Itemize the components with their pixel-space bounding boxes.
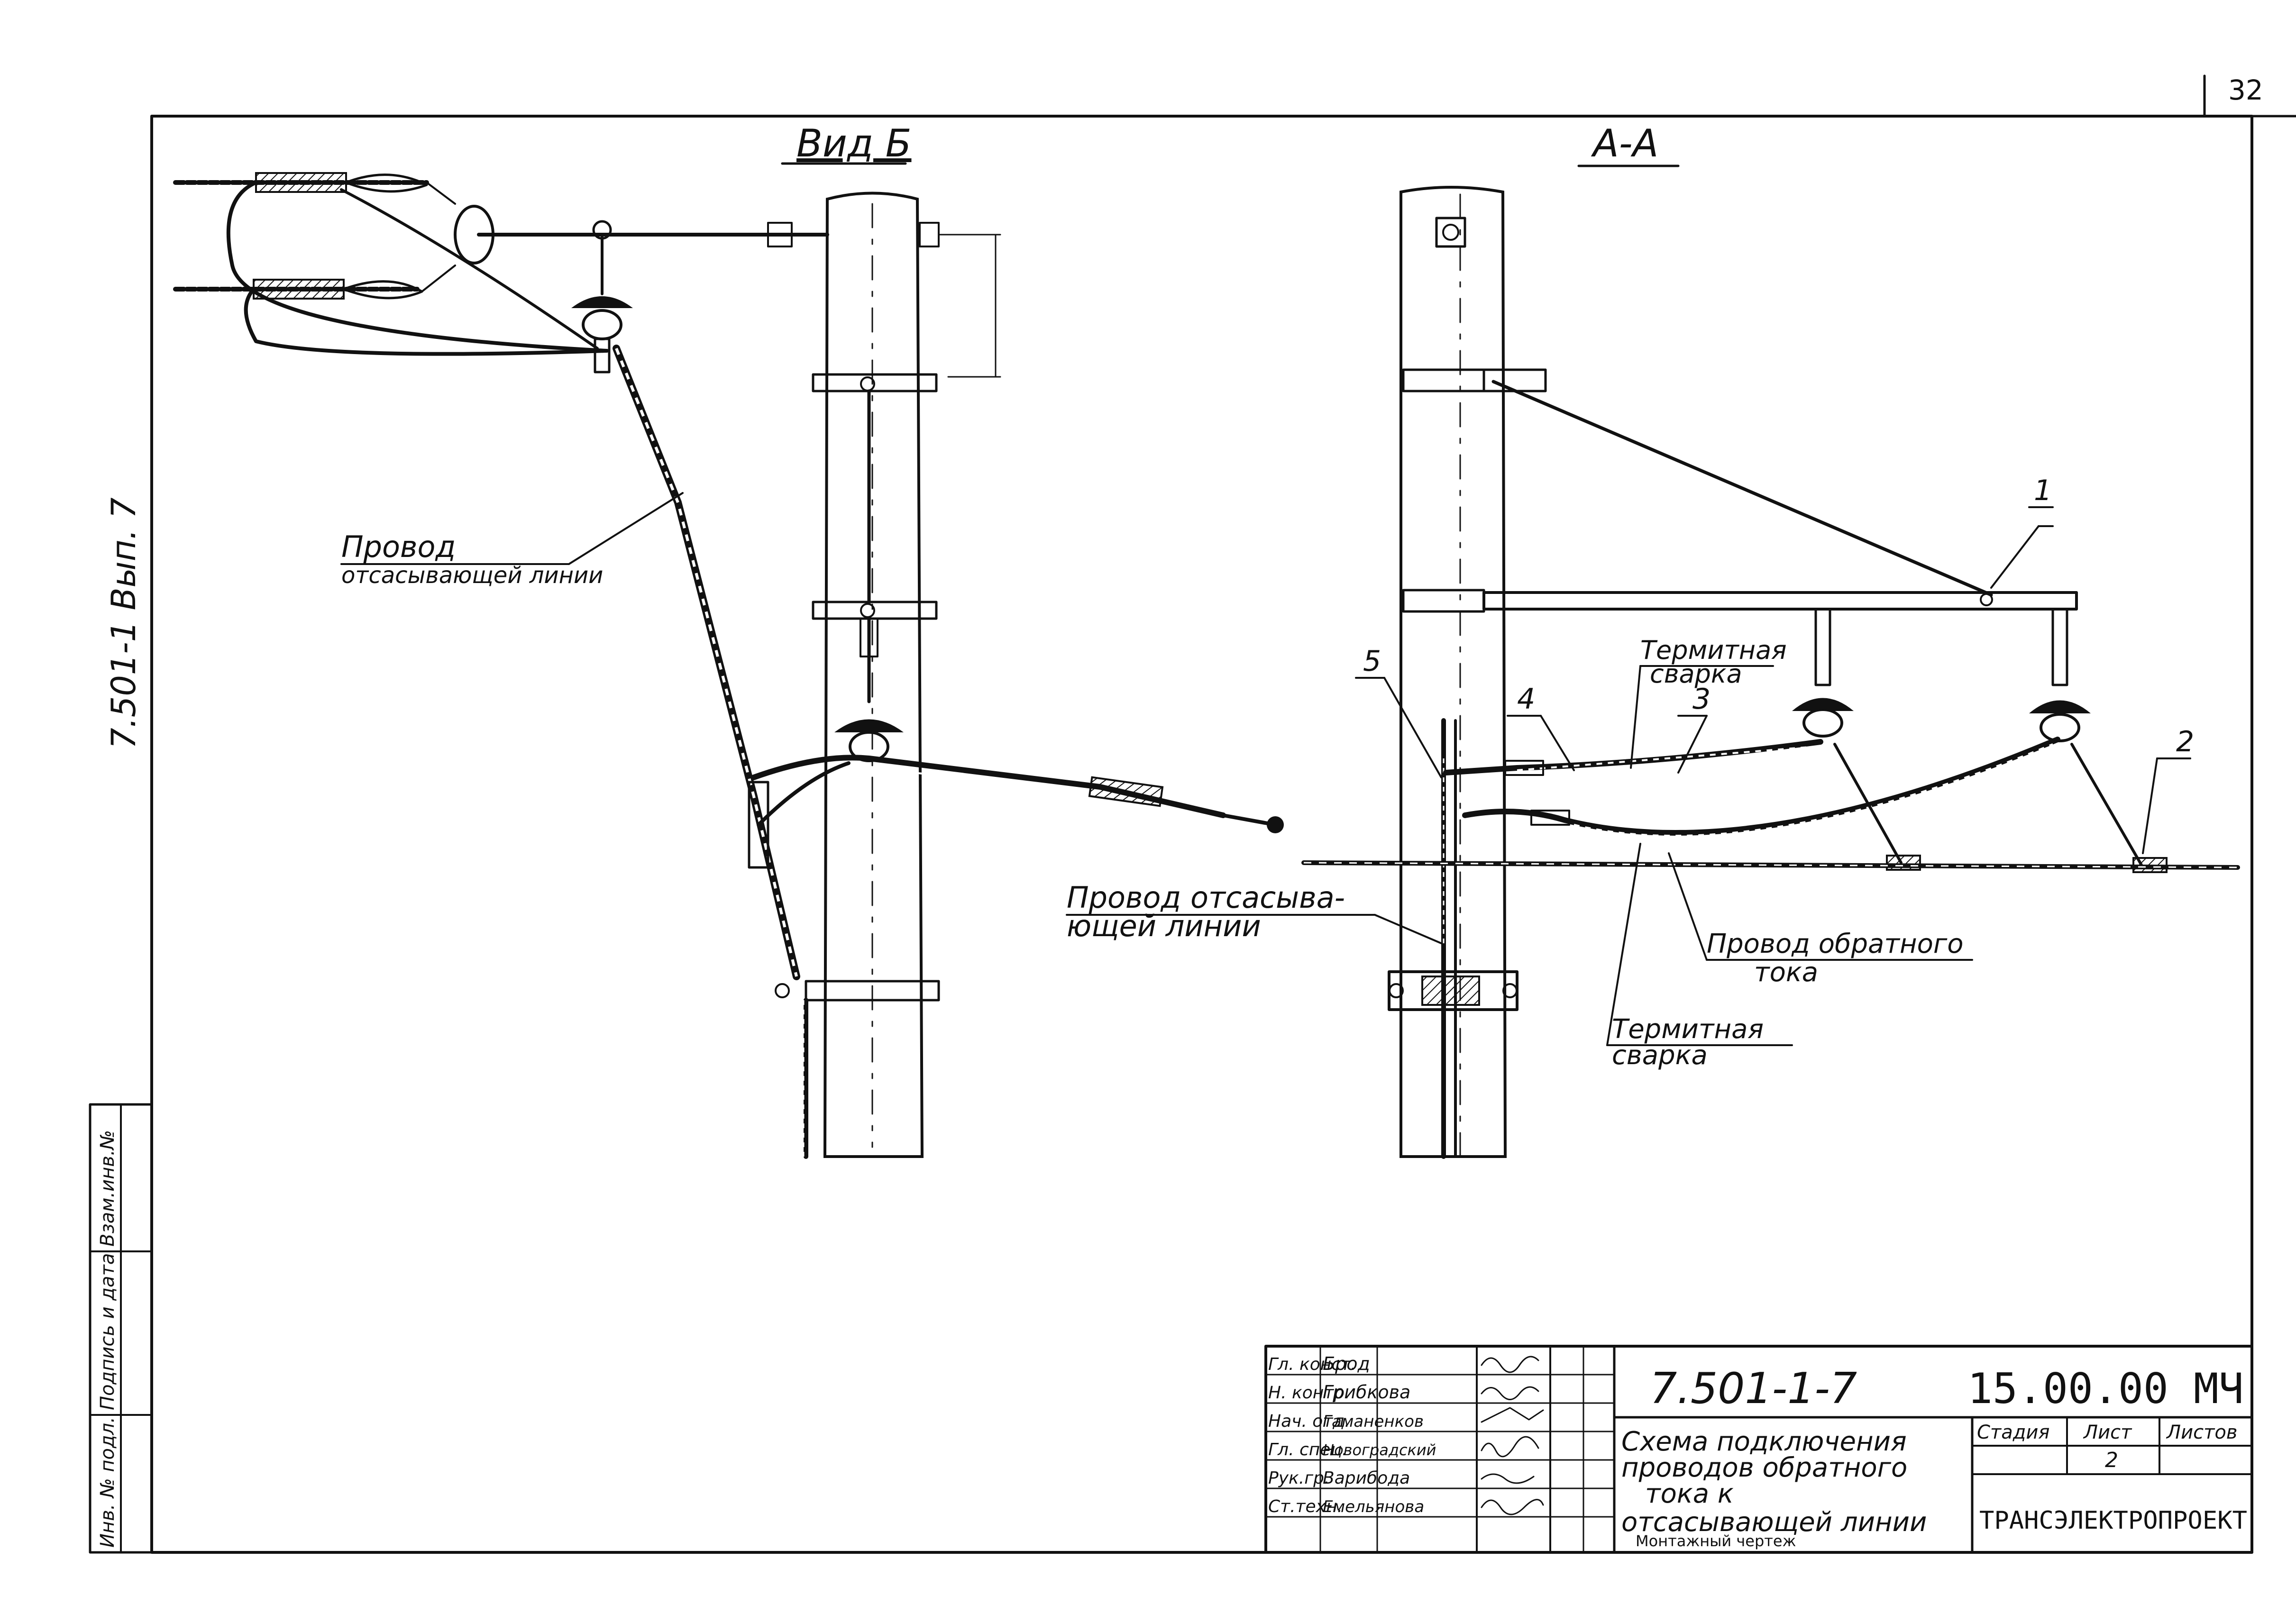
tb-name-1: Брод bbox=[1323, 1353, 1370, 1374]
tb-name-5: Варибода bbox=[1323, 1468, 1410, 1488]
wire-clamps-view-b bbox=[173, 172, 609, 356]
tb-stage-label: Стадия bbox=[1977, 1422, 2049, 1443]
tb-title-line2: проводов обратного bbox=[1621, 1452, 1907, 1483]
side-stamp-signature-date: Подпись и дата bbox=[97, 1253, 119, 1410]
callout-2: 2 bbox=[2176, 725, 2194, 758]
tb-doc-mark: 15.00.00 МЧ bbox=[1967, 1364, 2244, 1413]
tb-role-2: Н. контр. bbox=[1268, 1383, 1350, 1403]
tb-sheet-value: 2 bbox=[2105, 1448, 2118, 1472]
tb-sheets-label: Листов bbox=[2166, 1422, 2237, 1443]
side-stamp-inv-number: Инв. № подл. bbox=[97, 1417, 119, 1548]
tb-role-4: Гл. спец. bbox=[1268, 1440, 1347, 1459]
top-insulator-view-b bbox=[571, 236, 633, 374]
label-suction-wire-mid-line2: ющей линии bbox=[1067, 909, 1261, 943]
suction-line-drop-view-b bbox=[613, 345, 808, 1159]
sheet-corner-number: 32 bbox=[2228, 74, 2263, 106]
label-suction-wire-left-line2: отсасывающей линии bbox=[341, 562, 603, 589]
label-suction-wire-left-line1: Провод bbox=[341, 529, 456, 564]
tb-name-6: Емельянова bbox=[1323, 1497, 1424, 1516]
callout-3: 3 bbox=[1692, 683, 1711, 716]
callout-1: 1 bbox=[2034, 474, 2052, 507]
hanger-rod-view-b bbox=[834, 389, 904, 762]
tb-role-6: Ст.техн. bbox=[1268, 1497, 1343, 1516]
tb-role-1: Гл. конст. bbox=[1268, 1355, 1356, 1374]
pole-section-aa bbox=[1388, 186, 1518, 1159]
tb-organization: ТРАНСЭЛЕКТРОПРОЕКТ bbox=[1979, 1506, 2247, 1535]
tb-name-2: Грибкова bbox=[1323, 1382, 1410, 1403]
tb-title-line4: отсасывающей линии bbox=[1621, 1507, 1927, 1538]
signatures bbox=[1481, 1356, 1544, 1515]
side-stamp bbox=[89, 1103, 153, 1554]
callouts-section-aa bbox=[1355, 506, 2191, 854]
tb-sheet-label: Лист bbox=[2083, 1422, 2132, 1443]
callout-5: 5 bbox=[1363, 645, 1381, 678]
label-return-wire-line2: тока bbox=[1754, 957, 1818, 988]
label-thermit-top-line1: Термитная bbox=[1640, 635, 1787, 665]
title-block bbox=[1264, 1345, 2253, 1554]
insulators-section-aa bbox=[1792, 608, 2091, 742]
tb-role-3: Нач. отд. bbox=[1268, 1412, 1350, 1431]
side-document-code: 7.501-1 Вып. 7 bbox=[104, 497, 143, 749]
section-aa-title: А-А bbox=[1591, 121, 1658, 165]
tb-doc-code: 7.501-1-7 bbox=[1650, 1364, 1857, 1413]
tb-role-5: Рук.гр. bbox=[1268, 1468, 1329, 1488]
callout-4: 4 bbox=[1517, 683, 1535, 716]
label-thermit-bottom-line1: Термитная bbox=[1612, 1014, 1764, 1045]
label-return-wire-line1: Провод обратного bbox=[1707, 929, 1964, 959]
lower-wire-view-b bbox=[751, 755, 1284, 833]
tb-subtitle: Монтажный чертеж bbox=[1636, 1532, 1796, 1550]
tb-name-3: Гаманенков bbox=[1323, 1412, 1424, 1431]
label-thermit-top-line2: сварка bbox=[1650, 659, 1742, 689]
pole-view-b bbox=[805, 191, 940, 1158]
label-suction-wire-mid-line1: Провод отсасыва- bbox=[1067, 880, 1345, 915]
return-current-wires-section-aa bbox=[1443, 737, 2168, 873]
cantilever-section-aa bbox=[1482, 368, 2078, 611]
tb-title-line1: Схема подключения bbox=[1621, 1426, 1907, 1457]
side-stamp-replaced-inv: Взам.инв.№ bbox=[97, 1130, 119, 1247]
view-b-title: Вид Б bbox=[796, 121, 912, 165]
tb-name-4: Новоградский bbox=[1323, 1441, 1436, 1459]
sheet-frame bbox=[150, 74, 2296, 1554]
span-wire-view-b bbox=[454, 205, 1001, 378]
tb-title-line3: тока к bbox=[1645, 1478, 1734, 1509]
